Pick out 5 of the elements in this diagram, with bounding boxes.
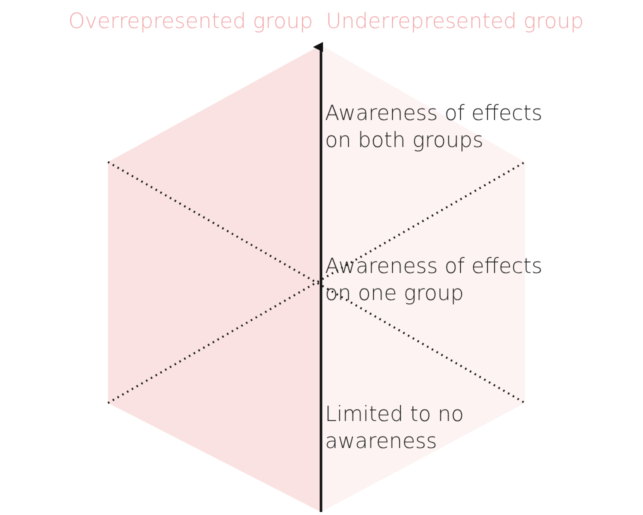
awareness-level-label: Awareness of effects on both groups — [325, 100, 544, 154]
group-label: Underrepresented group — [326, 8, 584, 35]
group-label: Overrepresented group — [68, 8, 313, 35]
awareness-level-label: Awareness of effects on one group — [325, 253, 544, 307]
awareness-level-label: Limited to no awareness — [325, 401, 465, 455]
